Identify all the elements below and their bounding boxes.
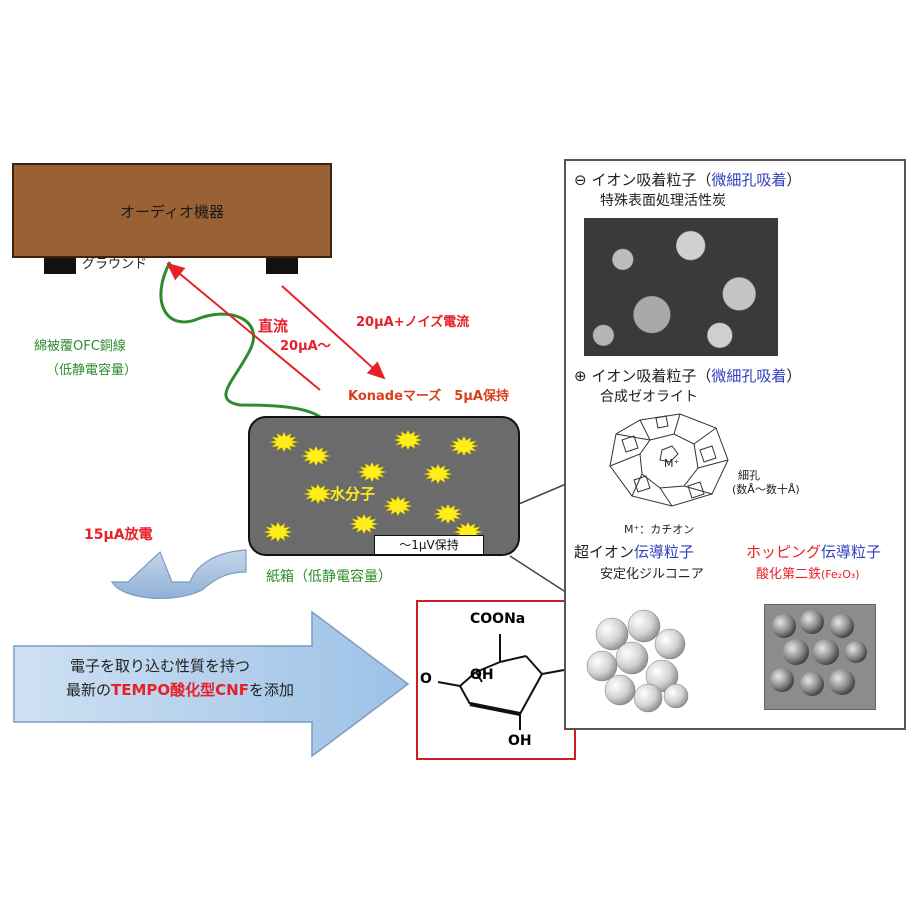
plus-icon: ⊕ <box>574 367 587 385</box>
audio-device-box: オーディオ機器 <box>12 163 332 258</box>
hopping-title-highlight: 伝導粒子 <box>821 543 882 561</box>
discharge-label: 15μA放電 <box>84 527 153 543</box>
water-molecule-label: 水分子 <box>330 485 376 503</box>
zirconia-title-prefix: 超イオン <box>574 543 635 561</box>
zeolite-title: ⊕ イオン吸着粒子（微細孔吸着） <box>574 368 801 385</box>
wire-sublabel: （低静電容量） <box>46 363 138 378</box>
activated-carbon-image <box>584 218 778 356</box>
konade-label: Konadeマーズ 5μA保持 <box>348 389 509 404</box>
o-label: O <box>420 671 432 687</box>
noise-current-arrow <box>281 285 386 380</box>
zirconia-title-highlight: 伝導粒子 <box>634 543 695 561</box>
hopping-subtitle-prefix: 酸化第二鉄 <box>756 567 822 582</box>
device-foot-left <box>44 258 76 274</box>
hopping-title: ホッピング伝導粒子 <box>746 544 881 561</box>
water-particle <box>383 495 413 517</box>
cation-marker: M⁺ <box>664 457 680 470</box>
ground-label: グラウンド <box>82 257 148 272</box>
cnf-structure-box <box>416 600 576 760</box>
ofc-wire <box>159 261 334 446</box>
zeolite-title-suffix: ） <box>786 367 802 385</box>
water-particle <box>393 429 423 451</box>
tempo-arrow <box>13 610 410 758</box>
carbon-title-highlight: 微細孔吸着 <box>711 171 787 189</box>
tempo-suffix: を添加 <box>248 681 294 699</box>
water-particle <box>269 431 299 453</box>
cation-legend: M⁺：カチオン <box>624 523 695 536</box>
hopping-title-prefix: ホッピング <box>746 543 822 561</box>
water-particle <box>263 521 293 543</box>
carbon-title-prefix: イオン吸着粒子（ <box>591 171 712 189</box>
water-particle <box>423 463 453 485</box>
direct-current-arrow <box>166 262 321 391</box>
water-particle <box>303 483 333 505</box>
hopping-formula: (Fe₂O₃) <box>821 568 860 581</box>
hold-voltage-label: ～1μV保持 <box>374 535 484 555</box>
zeolite-title-prefix: イオン吸着粒子（ <box>591 367 712 385</box>
tempo-line1: 電子を取り込む性質を持つ <box>70 657 251 675</box>
device-foot-right <box>266 258 298 274</box>
carbon-subtitle: 特殊表面処理活性炭 <box>600 193 726 209</box>
wire-label: 綿被覆OFC銅線 <box>34 339 126 354</box>
water-particle <box>357 461 387 483</box>
pore-label: 細孔 <box>738 469 760 482</box>
water-particle <box>349 513 379 535</box>
paper-box-caption: 紙箱（低静電容量） <box>266 569 392 585</box>
oh-label-2: OH <box>508 733 532 749</box>
cooNa-label: COONa <box>470 611 526 627</box>
water-particle <box>449 435 479 457</box>
hopping-subtitle: 酸化第二鉄(Fe₂O₃) <box>756 567 860 582</box>
minus-icon: ⊖ <box>574 171 587 189</box>
cnf-structure-drawing <box>437 634 565 730</box>
water-particle <box>433 503 463 525</box>
iron-oxide-spheres <box>770 610 867 696</box>
carbon-title: ⊖ イオン吸着粒子（微細孔吸着） <box>574 172 801 189</box>
zeolite-structure-drawing <box>609 413 729 507</box>
tempo-highlight: TEMPO酸化型CNF <box>111 681 249 699</box>
zirconia-spheres-image <box>586 609 689 713</box>
noise-current-label: 20μA+ノイズ電流 <box>356 315 470 330</box>
zeolite-subtitle: 合成ゼオライト <box>600 389 698 405</box>
water-particle <box>301 445 331 467</box>
tempo-line2: 最新のTEMPO酸化型CNFを添加 <box>66 682 294 699</box>
carbon-title-suffix: ） <box>786 171 802 189</box>
zirconia-title: 超イオン伝導粒子 <box>574 544 694 561</box>
oh-label-1: OH <box>470 667 494 683</box>
audio-device-label: オーディオ機器 <box>120 203 224 221</box>
direct-current-label: 直流 <box>258 317 289 335</box>
discharge-arrow <box>110 549 247 599</box>
tempo-prefix: 最新の <box>66 681 112 699</box>
zeolite-title-highlight: 微細孔吸着 <box>711 367 787 385</box>
zirconia-subtitle: 安定化ジルコニア <box>600 567 704 582</box>
water-particles <box>263 429 483 543</box>
direct-current-value: 20μA～ <box>280 339 331 354</box>
pore-size-label: (数Å～数十Å) <box>732 483 800 496</box>
